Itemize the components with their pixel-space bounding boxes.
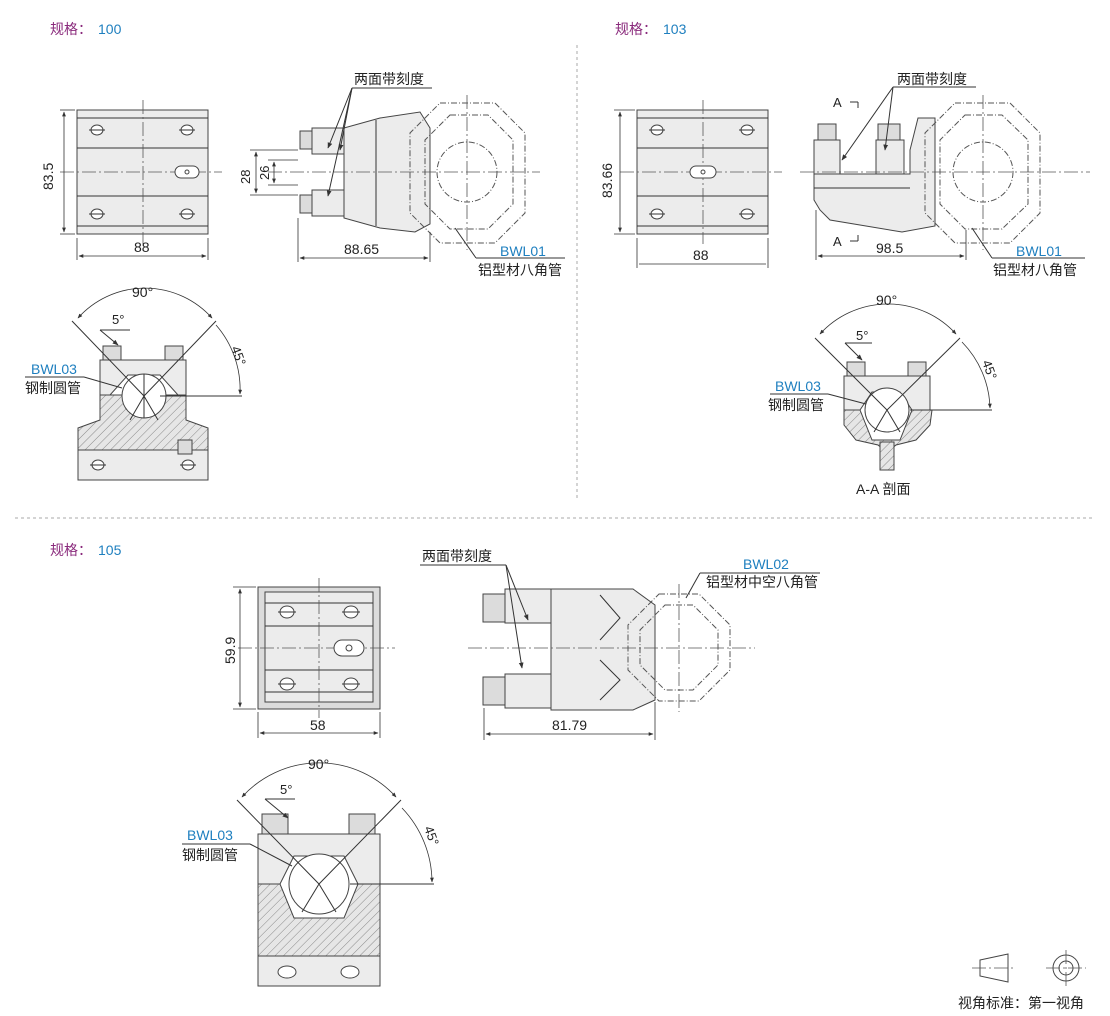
spec-105-section: 规格： 105 59.9 58 [50,542,820,987]
spec-105-front-view [233,578,395,738]
view-standard-label: 视角标准：第一视角 [958,995,1084,1011]
spec-103-section-title: A-A 剖面 [856,481,910,497]
spec-103-angle-total: 90° [876,292,897,308]
spec-100-outer-dim: 28 [238,170,253,184]
spec-103-height-dim: 83.66 [599,163,615,198]
spec-103-section-view [770,303,992,471]
spec-100-height-dim: 83.5 [40,163,56,190]
spec-100-length-dim: 88.65 [344,241,379,257]
spec-105-side-view [420,564,820,740]
spec-100-scale-label: 两面带刻度 [354,71,424,87]
spec-105-height-dim: 59.9 [222,637,238,664]
spec-100-inner-dim: 26 [257,166,272,180]
spec-103-round-code: BWL03 [775,378,821,394]
spec-100-width-dim: 88 [134,239,150,255]
spec-100-octagon-code: BWL01 [500,243,546,259]
spec-105-round-code: BWL03 [187,827,233,843]
spec-105-angle-total: 90° [308,756,329,772]
spec-103-angle-step: 5° [856,328,868,343]
spec-105-round-name: 钢制圆管 [182,847,238,863]
spec-100-section: 规格： 100 83.5 88 [25,21,565,481]
spec-103-label: 规格： [615,21,657,37]
spec-105-bottom-view [182,762,434,987]
spec-100-bottom-view [25,287,243,481]
spec-103-section-mark-top: A [833,95,842,110]
spec-105-octagon-name: 铝型材中空八角管 [706,574,818,590]
spec-103-angle-side: 45° [979,358,1000,382]
spec-103-width-dim: 88 [693,247,709,263]
spec-105-length-dim: 81.79 [552,717,587,733]
spec-100-octagon-name: 铝型材八角管 [478,262,562,278]
spec-105-label: 规格： [50,542,92,558]
spec-100-angle-step: 5° [112,312,124,327]
spec-100-side-view [250,87,565,262]
spec-100-round-code: BWL03 [31,361,77,377]
spec-105-angle-side: 45° [421,824,442,848]
spec-103-octagon-code: BWL01 [1016,243,1062,259]
spec-103-scale-label: 两面带刻度 [897,71,967,87]
spec-103-section: 规格： 103 83.66 88 [599,21,1090,497]
spec-100-angle-total: 90° [132,284,153,300]
spec-103-octagon-name: 铝型材八角管 [993,262,1077,278]
first-angle-projection-symbol [972,950,1086,986]
spec-105-value: 105 [98,542,122,558]
spec-100-label: 规格： [50,21,92,37]
spec-103-front-view [614,100,782,268]
spec-103-length-dim: 98.5 [876,240,903,256]
spec-105-width-dim: 58 [310,717,326,733]
spec-105-angle-step: 5° [280,782,292,797]
spec-103-round-name: 钢制圆管 [768,397,824,413]
spec-105-scale-label: 两面带刻度 [422,548,492,564]
spec-105-octagon-code: BWL02 [743,556,789,572]
spec-103-side-view [800,86,1090,260]
spec-100-angle-side: 45° [228,344,249,368]
spec-103-section-mark-bottom: A [833,234,842,249]
spec-100-value: 100 [98,21,122,37]
spec-100-round-name: 钢制圆管 [25,380,81,396]
spec-103-value: 103 [663,21,687,37]
spec-100-front-view [60,100,222,260]
